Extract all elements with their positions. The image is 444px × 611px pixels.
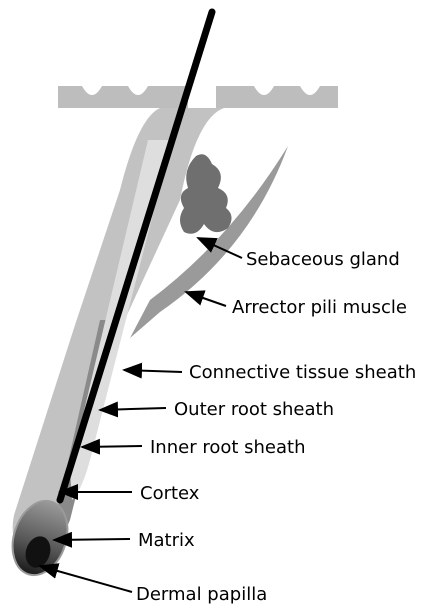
label-outer-root-sheath: Outer root sheath (174, 399, 334, 420)
pointer-outer-root (100, 408, 166, 410)
label-dermal-papilla: Dermal papilla (136, 584, 267, 605)
label-arrector-pili-muscle: Arrector pili muscle (232, 297, 407, 318)
hair-shaft (60, 12, 212, 500)
pointer-arrector (186, 292, 226, 306)
pointer-matrix (54, 539, 130, 540)
label-matrix: Matrix (138, 530, 195, 551)
pointer-connective (124, 370, 182, 372)
label-sebaceous-gland: Sebaceous gland (246, 249, 400, 270)
label-connective-tissue-sheath: Connective tissue sheath (189, 362, 416, 383)
pointer-dermal-papilla (40, 566, 132, 592)
pointer-inner-root (82, 446, 142, 447)
label-inner-root-sheath: Inner root sheath (150, 437, 306, 458)
label-cortex: Cortex (140, 483, 200, 504)
skin-surface (58, 86, 338, 108)
